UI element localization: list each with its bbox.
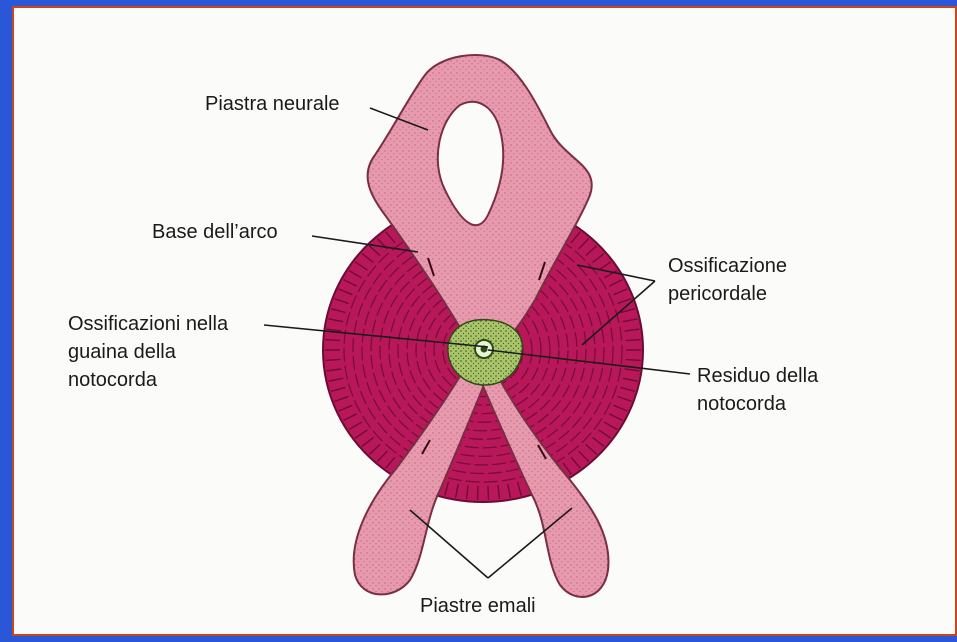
label-notochord-residue-2: notocorda [697, 393, 787, 415]
notochord-residue [475, 340, 493, 358]
label-neural-plate: Piastra neurale [205, 93, 340, 115]
label-pericordal-2: pericordale [668, 283, 767, 305]
label-pericordal-1: Ossificazione [668, 255, 787, 277]
label-arch-base: Base dell’arco [152, 221, 278, 243]
label-hemal-plates: Piastre emali [420, 595, 536, 617]
label-sheath-ossification-1: Ossificazioni nella [68, 313, 229, 335]
label-notochord-residue-1: Residuo della [697, 365, 819, 387]
label-sheath-ossification-3: notocorda [68, 369, 158, 391]
label-sheath-ossification-2: guaina della [68, 341, 177, 363]
